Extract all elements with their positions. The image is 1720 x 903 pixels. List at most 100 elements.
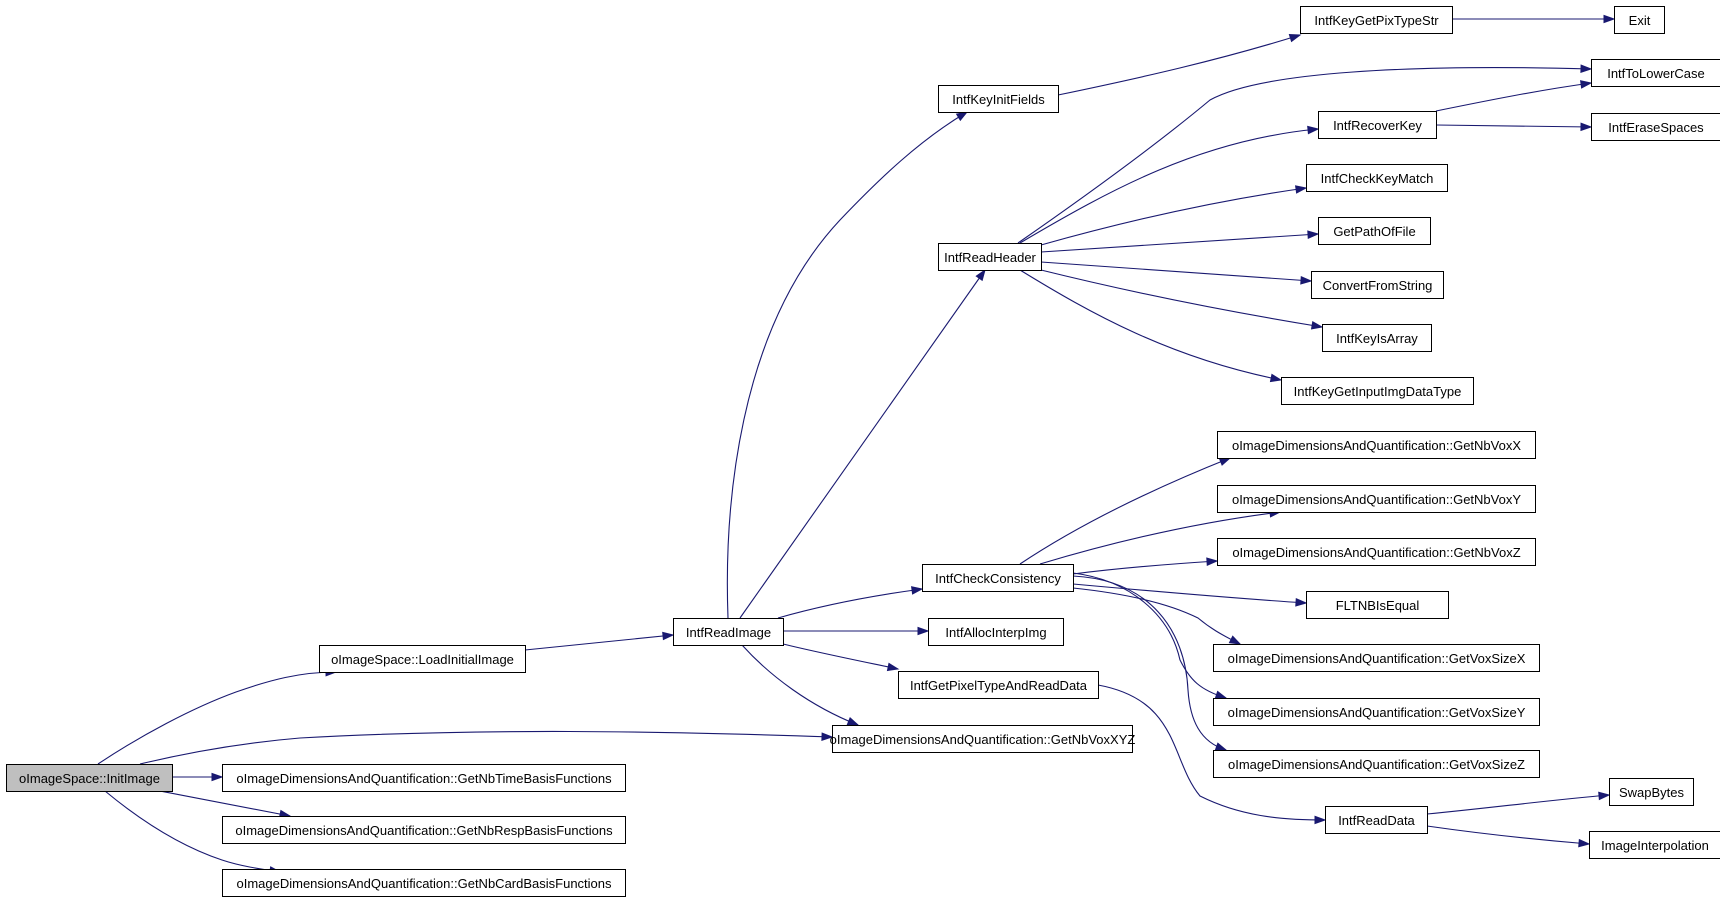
node-label: IntfReadData [1338, 813, 1415, 828]
node-box[interactable] [1614, 6, 1665, 34]
node-box[interactable] [1306, 591, 1449, 619]
node-box[interactable] [673, 618, 784, 646]
graph-node[interactable]: IntfCheckKeyMatch [1306, 164, 1448, 192]
graph-node[interactable]: oImageDimensionsAndQuantification::GetNb… [222, 816, 626, 844]
edges-layer [97, 14, 1616, 875]
node-label: IntfRecoverKey [1333, 118, 1422, 133]
graph-node[interactable]: IntfKeyIsArray [1322, 324, 1432, 352]
node-box[interactable] [222, 764, 626, 792]
arrow-head [1314, 815, 1327, 825]
node-box[interactable] [1318, 217, 1431, 245]
node-box[interactable] [1213, 750, 1540, 778]
edge-line [1019, 269, 1282, 381]
node-box[interactable] [928, 618, 1064, 646]
graph-node[interactable]: ImageInterpolation [1589, 831, 1720, 859]
edge-line [1040, 261, 1312, 282]
node-box[interactable] [1311, 271, 1444, 299]
graph-node[interactable]: oImageSpace::InitImage [6, 764, 173, 792]
node-box[interactable] [1591, 113, 1720, 141]
graph-node[interactable]: IntfAllocInterpImg [928, 618, 1064, 646]
node-box[interactable] [1213, 698, 1540, 726]
node-box[interactable] [832, 725, 1133, 753]
arrow-head [1578, 838, 1591, 848]
node-box[interactable] [898, 671, 1099, 699]
node-box[interactable] [1322, 324, 1432, 352]
edge-n29-n31 [1426, 825, 1591, 848]
graph-node[interactable]: oImageDimensionsAndQuantification::GetVo… [1213, 644, 1540, 672]
node-label: oImageDimensionsAndQuantification::GetNb… [1232, 438, 1521, 453]
node-box[interactable] [1217, 538, 1536, 566]
node-box[interactable] [1217, 485, 1536, 513]
node-box[interactable] [1217, 431, 1536, 459]
edge-n9-n25 [1072, 583, 1308, 607]
graph-node[interactable]: IntfCheckConsistency [922, 564, 1074, 592]
root-node-box[interactable] [6, 764, 173, 792]
graph-node[interactable]: IntfReadHeader [938, 243, 1042, 271]
graph-node[interactable]: oImageDimensionsAndQuantification::GetVo… [1213, 698, 1540, 726]
edge-line [1072, 587, 1241, 645]
arrow-head [1307, 125, 1320, 135]
arrow-head [1580, 122, 1593, 132]
node-box[interactable] [938, 243, 1042, 271]
edge-n6-n7 [726, 111, 969, 619]
graph-node[interactable]: IntfKeyGetInputImgDataType [1281, 377, 1474, 405]
graph-node[interactable]: IntfRecoverKey [1318, 111, 1437, 139]
node-box[interactable] [1325, 806, 1428, 834]
edge-n6-n9 [777, 586, 924, 619]
node-label: oImageDimensionsAndQuantification::GetVo… [1228, 705, 1526, 720]
graph-node[interactable]: IntfKeyInitFields [938, 85, 1059, 113]
node-box[interactable] [222, 816, 626, 844]
edge-line [139, 730, 833, 765]
graph-node[interactable]: oImageDimensionsAndQuantification::GetNb… [830, 725, 1136, 753]
graph-node[interactable]: GetPathOfFile [1318, 217, 1431, 245]
node-box[interactable] [1591, 59, 1720, 87]
graph-node[interactable]: IntfGetPixelTypeAndReadData [898, 671, 1099, 699]
graph-node[interactable]: IntfReadImage [673, 618, 784, 646]
edge-n1-n6 [524, 631, 675, 651]
arrow-head [1228, 635, 1242, 645]
edge-n15-n14 [1435, 80, 1593, 112]
node-box[interactable] [1281, 377, 1474, 405]
graph-node[interactable]: oImageDimensionsAndQuantification::GetNb… [1217, 538, 1536, 566]
node-box[interactable] [1318, 111, 1437, 139]
edge-n6-n11 [782, 643, 900, 672]
node-box[interactable] [222, 869, 626, 897]
edge-line [1040, 233, 1319, 253]
arrow-head [846, 717, 860, 726]
node-box[interactable] [938, 85, 1059, 113]
node-label: ConvertFromString [1323, 278, 1433, 293]
arrow-head [662, 631, 675, 641]
graph-node[interactable]: oImageDimensionsAndQuantification::GetNb… [1217, 431, 1536, 459]
graph-node[interactable]: oImageSpace::LoadInitialImage [319, 645, 526, 673]
graph-node[interactable]: SwapBytes [1609, 778, 1694, 806]
node-box[interactable] [1306, 164, 1448, 192]
graph-node[interactable]: FLTNBIsEqual [1306, 591, 1449, 619]
arrow-head [1598, 791, 1611, 801]
arrow-head [955, 111, 969, 122]
edge-n9-n28 [1072, 575, 1228, 751]
node-box[interactable] [1609, 778, 1694, 806]
graph-node[interactable]: IntfReadData [1325, 806, 1428, 834]
edge-n6-n2 [741, 644, 860, 726]
graph-node[interactable]: Exit [1614, 6, 1665, 34]
edge-line [1426, 794, 1610, 815]
node-box[interactable] [1213, 644, 1540, 672]
graph-node[interactable]: IntfEraseSpaces [1591, 113, 1720, 141]
edge-n0-n2 [139, 730, 834, 765]
node-box[interactable] [1300, 6, 1453, 34]
node-box[interactable] [922, 564, 1074, 592]
graph-node[interactable]: IntfKeyGetPixTypeStr [1300, 6, 1453, 34]
graph-node[interactable]: oImageDimensionsAndQuantification::GetNb… [1217, 485, 1536, 513]
node-box[interactable] [319, 645, 526, 673]
node-label: oImageSpace::LoadInitialImage [331, 652, 514, 667]
graph-node[interactable]: oImageDimensionsAndQuantification::GetNb… [222, 764, 626, 792]
graph-node[interactable]: ConvertFromString [1311, 271, 1444, 299]
node-box[interactable] [1589, 831, 1720, 859]
graph-node[interactable]: IntfToLowerCase [1591, 59, 1720, 87]
arrow-head [1206, 557, 1219, 566]
graph-node[interactable]: oImageDimensionsAndQuantification::GetVo… [1213, 750, 1540, 778]
node-label: oImageDimensionsAndQuantification::GetVo… [1228, 757, 1525, 772]
edge-n7-n12 [1057, 33, 1302, 96]
graph-node[interactable]: oImageDimensionsAndQuantification::GetNb… [222, 869, 626, 897]
